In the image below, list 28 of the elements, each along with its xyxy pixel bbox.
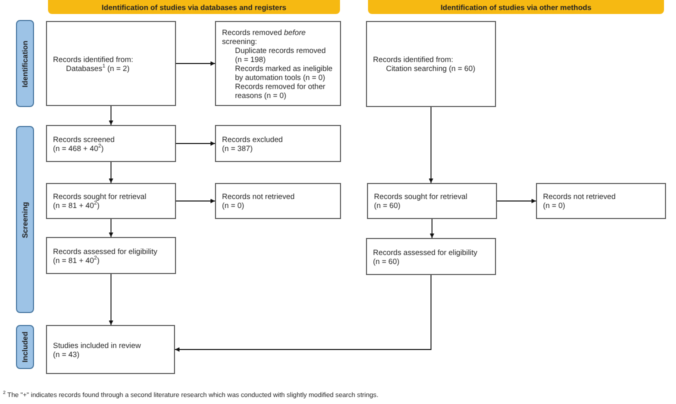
phase-label-bar [16,126,34,313]
process-box [215,183,341,219]
arrow [176,141,216,146]
process-box [46,325,175,374]
arrow [108,218,114,238]
process-box [536,183,666,219]
process-box [215,125,341,162]
arrow [428,106,434,184]
phase-label-bar [16,325,34,369]
arrow [176,198,216,204]
process-box [46,237,176,274]
arrow [176,61,216,66]
section-header-banner [368,0,664,14]
process-box [366,21,496,107]
process-box [46,21,176,106]
arrow [108,162,114,184]
arrow [108,106,114,126]
arrow [496,198,536,204]
arrow [174,274,432,352]
process-box [46,125,176,162]
process-box [366,238,496,275]
process-box [46,183,176,219]
process-box [215,21,341,106]
process-box [367,183,497,219]
phase-label-bar [16,20,34,107]
arrow [430,218,434,238]
arrow [108,274,114,326]
section-header-banner [48,0,340,14]
